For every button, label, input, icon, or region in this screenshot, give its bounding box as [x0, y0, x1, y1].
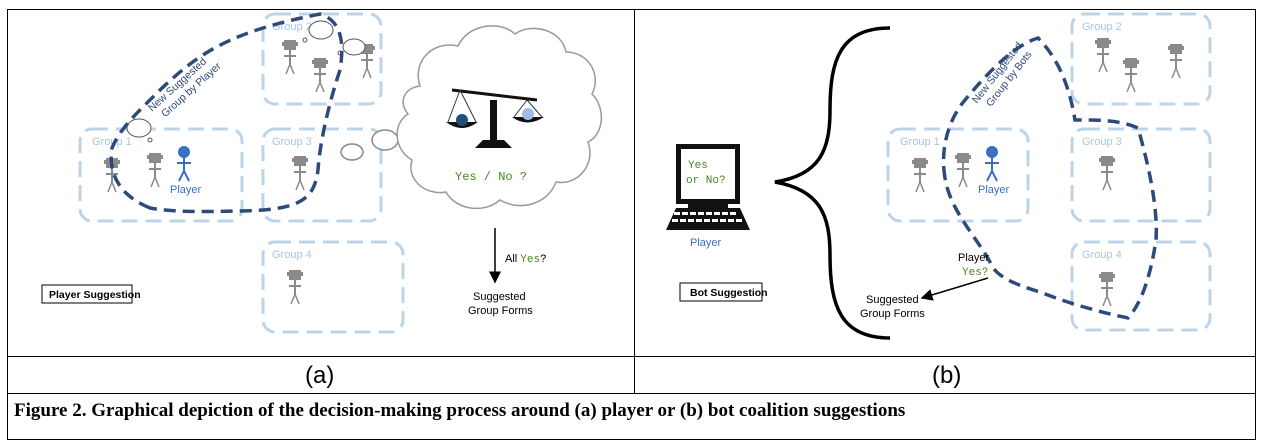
- bot-icon: [1167, 43, 1185, 79]
- computer-screen-text: or No?: [686, 175, 726, 187]
- path-label: New Suggested Group by Bots: [970, 40, 1035, 109]
- player-label: Player: [978, 184, 1010, 196]
- path-label: New Suggested Group by Player: [146, 56, 224, 120]
- computer-caption: Player: [690, 237, 722, 249]
- group-label: Group 1: [92, 136, 132, 148]
- group-box: Group 3: [261, 127, 383, 223]
- group-label: Group 4: [272, 249, 312, 261]
- player-label: Player: [170, 184, 202, 196]
- suggested-group-path: [109, 12, 344, 214]
- bot-icon: [1122, 57, 1140, 93]
- cloud-text: Yes / No ?: [455, 170, 527, 184]
- group-box: Group 4: [1070, 240, 1212, 332]
- bot-icon: [911, 157, 929, 193]
- mini-thought-bubble-icon: [126, 20, 366, 143]
- group-box: Group 4: [261, 240, 405, 334]
- arrow-label: All Yes?: [505, 253, 546, 266]
- group-label: Group 1: [900, 136, 940, 148]
- thought-trail-icon: [340, 129, 399, 161]
- group-box: Group 1: [78, 127, 244, 223]
- group-label: Group 2: [1082, 21, 1122, 33]
- group-box: Group 1: [886, 127, 1030, 223]
- balance-scale-icon: [446, 88, 544, 148]
- bot-icon: [281, 39, 299, 75]
- bot-icon: [311, 57, 329, 93]
- arrow-label-yes: Yes?: [962, 267, 988, 279]
- thought-cloud-icon: [396, 25, 602, 210]
- curly-brace-icon: [774, 26, 891, 340]
- bot-icon: [1098, 271, 1116, 307]
- computer-icon: [666, 144, 750, 230]
- group-label: Group 4: [1082, 249, 1122, 261]
- result-text: Suggested: [473, 291, 526, 303]
- mode-box-label: Player Suggestion: [49, 289, 141, 301]
- result-text: Group Forms: [860, 308, 925, 320]
- bot-icon: [954, 152, 972, 188]
- computer-screen-text: Yes: [688, 160, 708, 172]
- result-text: Suggested: [866, 294, 919, 306]
- mode-box: [679, 282, 763, 302]
- player-icon: [176, 145, 192, 182]
- result-text: Group Forms: [468, 305, 533, 317]
- subfigure-label: (b): [932, 362, 961, 389]
- bot-icon: [1098, 155, 1116, 191]
- panel-a: Group 2 Group 1 Group 3 Group 4 Player: [41, 12, 602, 389]
- panel-b: Yes or No? Player Group 2 Group 1 Group …: [666, 12, 1212, 389]
- group-label: Group 3: [1082, 136, 1122, 148]
- bot-icon: [291, 155, 309, 191]
- bot-icon: [146, 152, 164, 188]
- group-box: Group 3: [1070, 127, 1212, 223]
- player-icon: [984, 145, 1000, 182]
- arrow-label: Player: [958, 252, 990, 264]
- group-label: Group 3: [272, 136, 312, 148]
- mode-box-label: Bot Suggestion: [690, 287, 768, 299]
- suggested-group-path: [941, 36, 1159, 320]
- mode-box: [41, 284, 133, 304]
- group-box: Group 2: [1070, 12, 1212, 106]
- subfigure-label: (a): [305, 362, 334, 389]
- bot-icon: [1094, 37, 1112, 73]
- decision-arrow: [920, 277, 989, 301]
- table-borders: [7, 9, 1256, 440]
- figure-caption: Figure 2. Graphical depiction of the dec…: [14, 400, 905, 421]
- bot-icon: [286, 269, 304, 305]
